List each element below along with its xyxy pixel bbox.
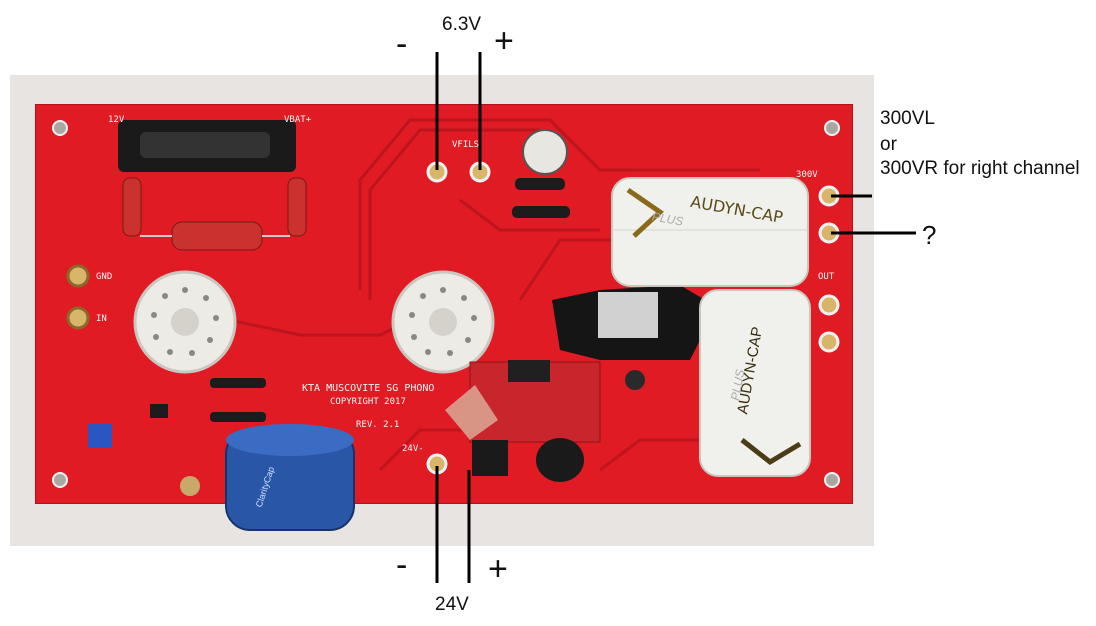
hv-label-line3: 300VR for right channel bbox=[880, 158, 1080, 179]
small-electrolytic bbox=[522, 129, 568, 175]
out-pad-1 bbox=[818, 294, 840, 316]
vfil-plus-label: + bbox=[494, 22, 514, 60]
unknown-pad-label: ? bbox=[922, 220, 937, 250]
silk-300v: 300V bbox=[796, 170, 818, 180]
supply-plus-label: + bbox=[488, 550, 508, 588]
silk-12v: 12V bbox=[108, 115, 125, 125]
vfil-minus-label: - bbox=[396, 25, 408, 63]
silk-24v: 24V- bbox=[402, 444, 424, 454]
silk-revision: REV. 2.1 bbox=[356, 420, 400, 430]
mounting-holes bbox=[52, 120, 840, 488]
supply-voltage-label: 24V bbox=[435, 594, 469, 615]
hv-label-line2: or bbox=[880, 134, 897, 155]
audyn-cap-bottom bbox=[699, 289, 811, 477]
silk-gnd: GND bbox=[96, 272, 113, 282]
vfil-voltage-label: 6.3V bbox=[442, 14, 482, 35]
trimmer-pot bbox=[88, 424, 112, 448]
silk-out: OUT bbox=[818, 272, 835, 282]
gnd-pad bbox=[66, 264, 90, 288]
silk-title: KTA MUSCOVITE SG PHONO bbox=[302, 383, 435, 394]
silk-vfils: VFILS bbox=[452, 140, 480, 150]
supply-minus-label: - bbox=[396, 546, 408, 584]
in-pad bbox=[66, 306, 90, 330]
audyn-cap-top bbox=[611, 177, 809, 287]
silk-vbat: VBAT+ bbox=[284, 115, 312, 125]
silk-in: IN bbox=[96, 314, 107, 324]
hv-label-line1: 300VL bbox=[880, 108, 935, 129]
film-capacitor bbox=[171, 221, 263, 251]
out-pad-2 bbox=[818, 331, 840, 353]
silk-copyright: COPYRIGHT 2017 bbox=[330, 397, 406, 407]
annotation-lines bbox=[435, 52, 916, 583]
